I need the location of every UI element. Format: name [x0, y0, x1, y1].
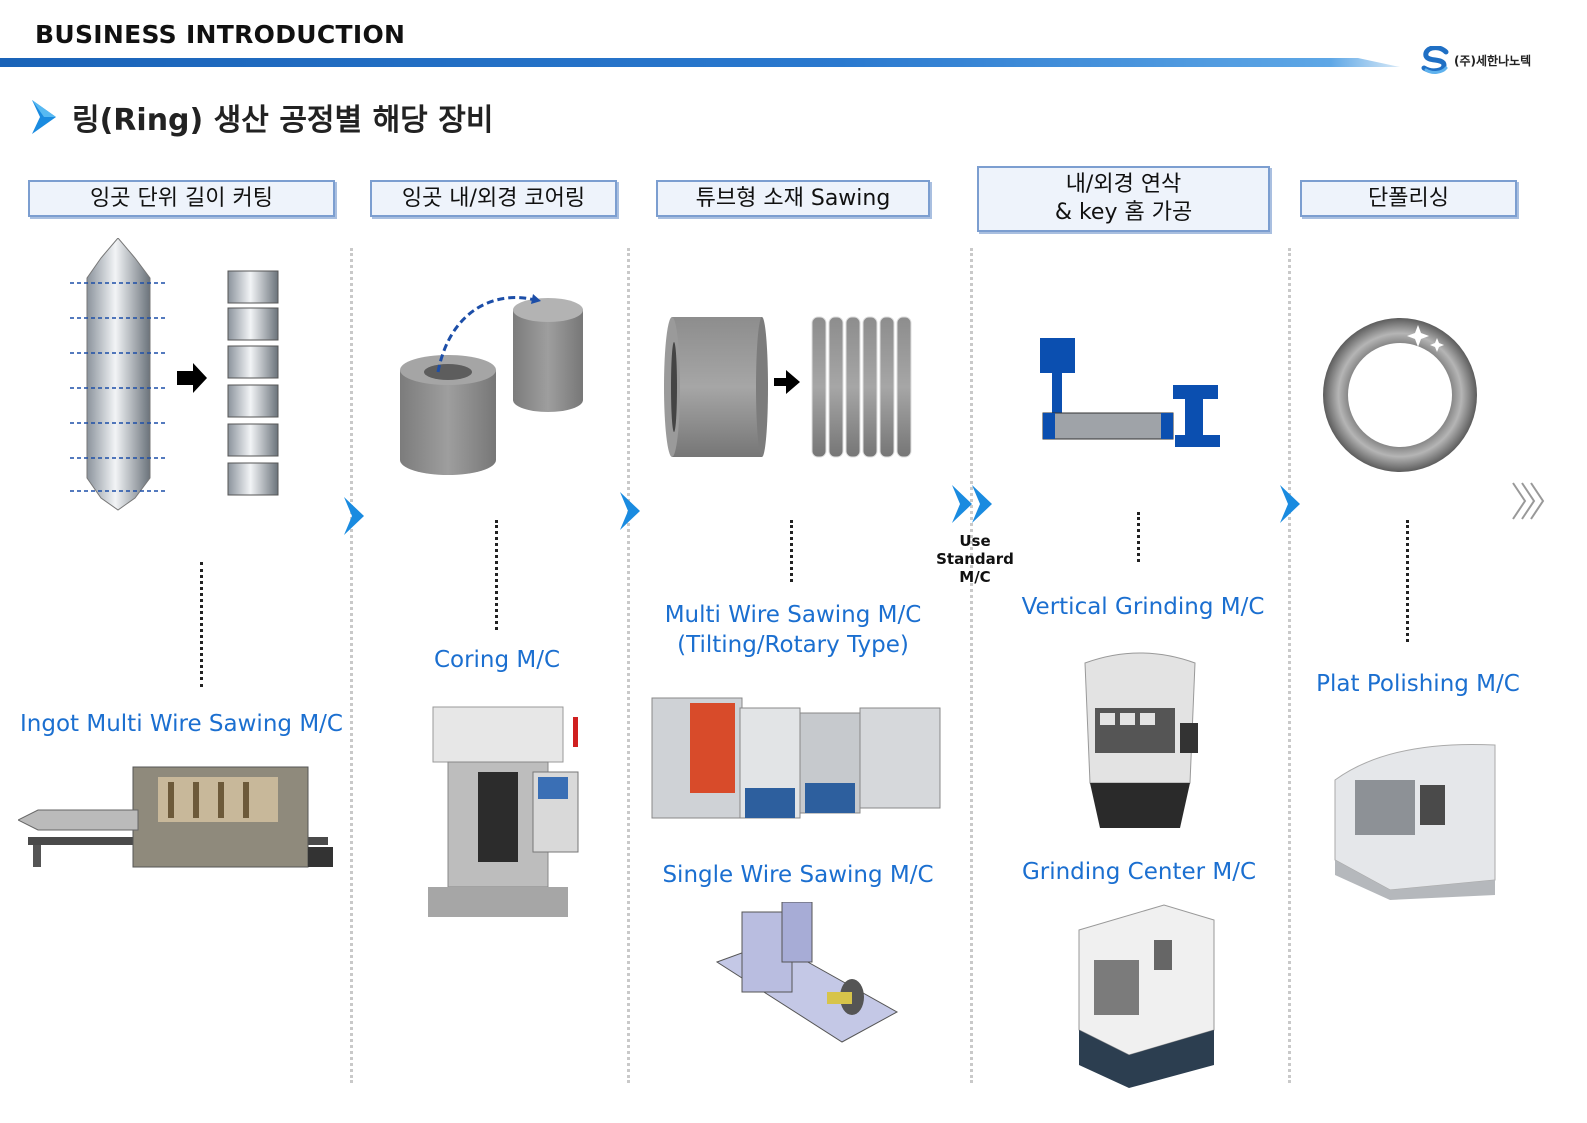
- coring-machine-image: [428, 706, 579, 917]
- header-title: BUSINESS INTRODUCTION: [35, 20, 406, 49]
- polishing-ring-illustration: [1323, 318, 1477, 472]
- single-wire-sawing-machine-image: [715, 902, 899, 1043]
- grinding-center-machine-image: [1078, 904, 1215, 1088]
- connector-dots: [495, 520, 498, 630]
- connector-dots: [200, 562, 203, 687]
- double-chevron-right-icon: [952, 485, 992, 523]
- section-title: 링(Ring) 생산 공정별 해당 장비: [72, 103, 494, 138]
- step-box-4-line1: 내/외경 연삭: [1065, 172, 1182, 197]
- use-standard-line1: Use Standard: [936, 532, 1014, 568]
- tube-sawing-illustration: [664, 316, 912, 458]
- use-standard-line2: M/C: [959, 568, 991, 586]
- triple-chevron-outline-icon: [1512, 482, 1545, 520]
- logo-text: (주)세한나노텍: [1454, 53, 1532, 68]
- vertical-grinding-machine-image: [1084, 652, 1198, 828]
- step-box-4-line2: & key 홈 가공: [1054, 200, 1193, 225]
- machine-label-grinding-center: Grinding Center M/C: [1021, 859, 1257, 885]
- company-logo: (주)세한나노텍: [1420, 46, 1531, 74]
- chevron-right-icon: [620, 492, 640, 530]
- machine-label-coring: Coring M/C: [433, 647, 561, 673]
- arrow-right-icon: [774, 370, 800, 394]
- machine-label-multi-wire-line2: (Tilting/Rotary Type): [677, 632, 909, 658]
- connector-dots: [790, 520, 793, 582]
- chevron-right-icon: [344, 497, 364, 535]
- step-box-4: 내/외경 연삭 & key 홈 가공: [977, 166, 1270, 232]
- column-separator: [350, 248, 353, 1083]
- connector-dots: [1406, 520, 1409, 642]
- use-standard-note: Use Standard M/C: [920, 532, 1030, 586]
- column-separator: [970, 248, 973, 1083]
- machine-label-multi-wire-line1: Multi Wire Sawing M/C: [664, 602, 922, 628]
- step-box-5: 단폴리싱: [1300, 180, 1517, 217]
- ingot-cutting-illustration: [70, 238, 279, 511]
- step-box-2: 잉곳 내/외경 코어링: [370, 180, 617, 217]
- step-box-3: 튜브형 소재 Sawing: [656, 180, 930, 217]
- multi-wire-sawing-machines-image: [651, 697, 941, 819]
- chevron-right-icon: [1280, 485, 1300, 523]
- column-separator: [1288, 248, 1291, 1083]
- plat-polishing-machine-image: [1334, 743, 1496, 900]
- machine-label-vertical-grinding: Vertical Grinding M/C: [1021, 594, 1265, 620]
- step-box-1: 잉곳 단위 길이 커팅: [28, 180, 335, 217]
- connector-dots: [1137, 512, 1140, 562]
- grinding-illustration: [1040, 338, 1220, 447]
- machine-label-ingot-sawing: Ingot Multi Wire Sawing M/C: [20, 711, 343, 737]
- coring-illustration: [400, 294, 583, 475]
- ingot-sawing-machine-image: [18, 766, 333, 868]
- machine-label-plat-polishing: Plat Polishing M/C: [1316, 671, 1520, 697]
- header-bar: [0, 58, 1400, 67]
- bullet-chevron-icon: [32, 100, 56, 134]
- machine-label-single-wire: Single Wire Sawing M/C: [662, 862, 934, 888]
- section-heading: 링(Ring) 생산 공정별 해당 장비: [30, 95, 493, 139]
- arrow-right-icon: [177, 363, 207, 393]
- logo-icon: [1421, 46, 1449, 74]
- column-separator: [627, 248, 630, 1083]
- machine-label-multi-wire: Multi Wire Sawing M/C (Tilting/Rotary Ty…: [645, 600, 941, 660]
